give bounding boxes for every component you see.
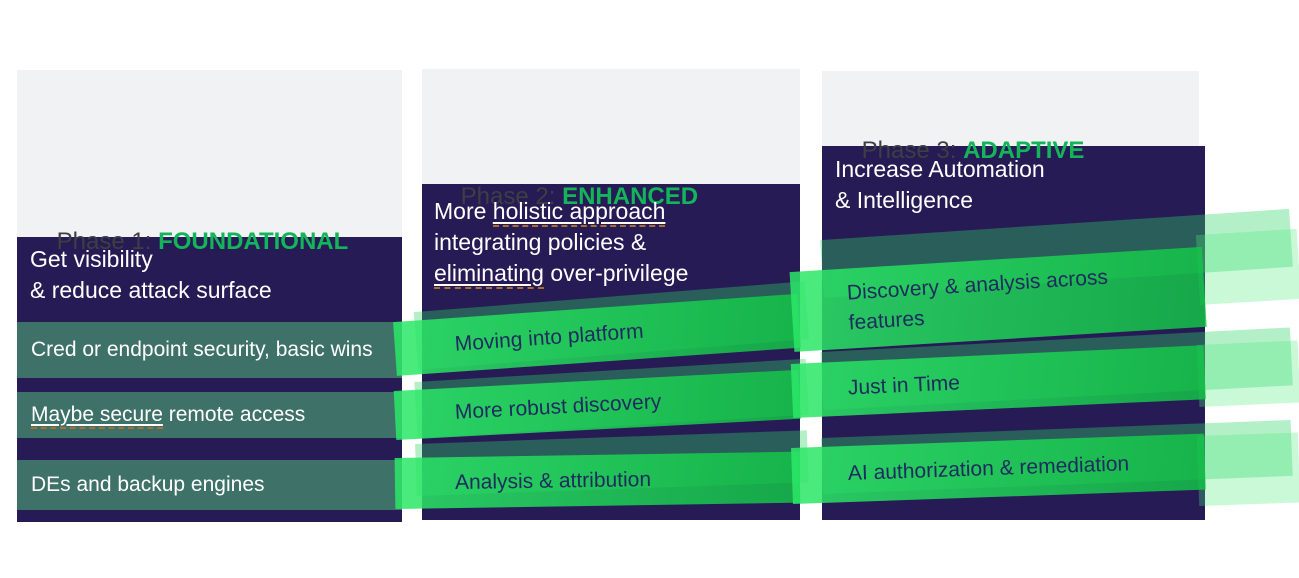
phase2-heading-line1-pre: More xyxy=(434,198,493,224)
band3-phase2-label: Analysis & attribution xyxy=(454,467,652,494)
phase2-heading-line2: integrating policies & xyxy=(434,229,647,255)
phase1-heading-line2: & reduce attack surface xyxy=(30,277,272,303)
phase1-row-3-label: DEs and backup engines xyxy=(31,473,265,496)
phase3-heading-line1: Increase Automation xyxy=(835,156,1045,182)
phase3-header-area xyxy=(822,71,1199,146)
phase2-label: Phase 2: ENHANCED xyxy=(434,155,698,239)
phase1-row-2-rest: remote access xyxy=(162,403,306,426)
band3-extension xyxy=(1196,432,1299,506)
phase1-row-3: DEs and backup engines xyxy=(17,460,402,510)
phase2-heading-line3-post: over-privilege xyxy=(543,260,689,286)
phase3-label-accent: ADAPTIVE xyxy=(963,137,1085,164)
phase2-heading-line1-underlined: holistic approach xyxy=(492,198,666,227)
phase1-label-prefix: Phase 1: xyxy=(56,228,159,255)
band1-phase2-label: Moving into platform xyxy=(454,319,645,356)
band2-extension xyxy=(1196,340,1299,407)
phase2-heading-line3: eliminating over-privilege xyxy=(434,258,794,289)
phase2-heading-line1: More holistic approach xyxy=(434,196,794,227)
phase1-heading-line1: Get visibility xyxy=(30,246,153,272)
phase3-label-prefix: Phase 3: xyxy=(861,137,964,164)
phase2-heading: More holistic approach integrating polic… xyxy=(434,196,794,289)
phase2-label-accent: ENHANCED xyxy=(562,183,699,210)
band2-phase3-label: Just in Time xyxy=(847,371,961,400)
phase3-label: Phase 3: ADAPTIVE xyxy=(835,109,1085,193)
phase2-heading-line3-underlined: eliminating xyxy=(434,260,544,289)
phase2-label-prefix: Phase 2: xyxy=(460,183,563,210)
phase1-row-1: Cred or endpoint security, basic wins xyxy=(17,322,402,378)
phase3-heading: Increase Automation & Intelligence xyxy=(835,154,1195,216)
phase1-label: Phase 1: FOUNDATIONAL xyxy=(30,200,349,284)
phase1-row-1-label: Cred or endpoint security, basic wins xyxy=(31,338,373,361)
phase3-heading-line2: & Intelligence xyxy=(835,187,974,213)
phase1-header-area xyxy=(17,70,402,237)
band2-phase2-label: More robust discovery xyxy=(454,389,662,424)
phase1-row-2-underlined: Maybe secure xyxy=(31,403,163,429)
band3-phase3-label: AI authorization & remediation xyxy=(847,452,1130,486)
phase1-row-2: Maybe secure remote access xyxy=(17,392,402,438)
phase1-row-2-label: Maybe secure remote access xyxy=(31,401,305,429)
phase2-header-area xyxy=(422,69,800,184)
band1-extension xyxy=(1195,228,1299,305)
phase1-heading: Get visibility & reduce attack surface xyxy=(30,244,380,306)
band3-phase2-banner: Analysis & attribution xyxy=(394,451,801,509)
band1-phase3-label: Discovery & analysis across features xyxy=(846,265,1109,335)
phase1-label-accent: FOUNDATIONAL xyxy=(158,228,349,255)
